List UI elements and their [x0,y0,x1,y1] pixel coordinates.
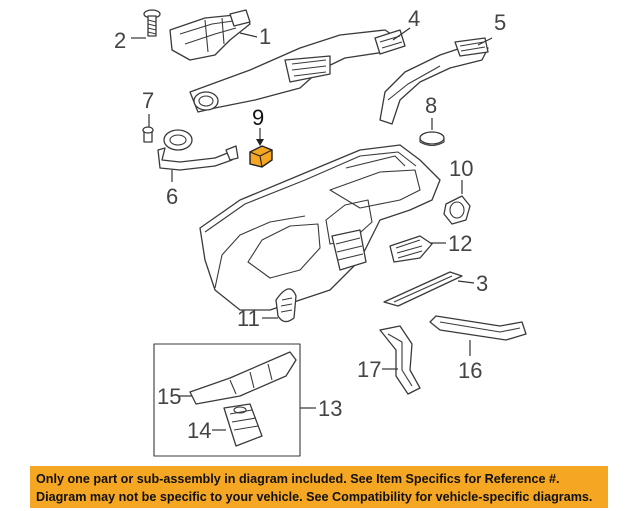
callout-7: 7 [142,88,154,113]
subassembly-box-13 [153,343,301,457]
part-14-duct [223,403,263,447]
part-7-bolt [142,126,154,143]
callout-5: 5 [494,10,506,35]
disclaimer-banner: Only one part or sub-assembly in diagram… [30,466,608,508]
leader-1 [239,32,258,38]
callout-13: 13 [318,396,342,421]
callout-8: 8 [425,93,437,118]
part-2-screw [143,9,161,37]
part-6-hose [157,129,239,171]
callout-1: 1 [259,24,271,49]
instrument-panel [199,144,441,311]
leader-4 [392,27,411,41]
callout-2: 2 [114,28,126,53]
callout-6: 6 [166,184,178,209]
callout-4: 4 [408,6,420,31]
leader-5 [477,37,493,46]
part-8-cap [419,131,445,147]
callout-11: 11 [237,306,260,331]
disclaimer-line-1: Only one part or sub-assembly in diagram… [36,472,560,486]
part-17-rear-duct [379,325,421,395]
disclaimer-line-2: Diagram may not be specific to your vehi… [36,490,593,504]
part-10-vent [443,195,471,225]
part-3-trim [383,271,463,307]
callout-14: 14 [187,418,211,443]
callout-9: 9 [252,105,264,130]
leader-3 [457,280,475,284]
part-15-bracket [189,351,297,405]
part-1-defroster-duct [169,9,251,61]
callout-12: 12 [448,231,472,256]
part-16-floor-duct [429,315,527,341]
callout-10: 10 [449,156,473,181]
part-12-vent [389,235,433,263]
arrow-9-icon [256,139,264,146]
part-4-center-duct [189,29,406,113]
callout-17: 17 [357,357,381,382]
callout-16: 16 [458,358,482,383]
part-9-sensor [249,145,273,168]
callout-3: 3 [476,271,488,296]
part-11-vent [275,288,297,323]
callout-15: 15 [157,384,181,409]
part-5-side-duct [379,37,489,125]
